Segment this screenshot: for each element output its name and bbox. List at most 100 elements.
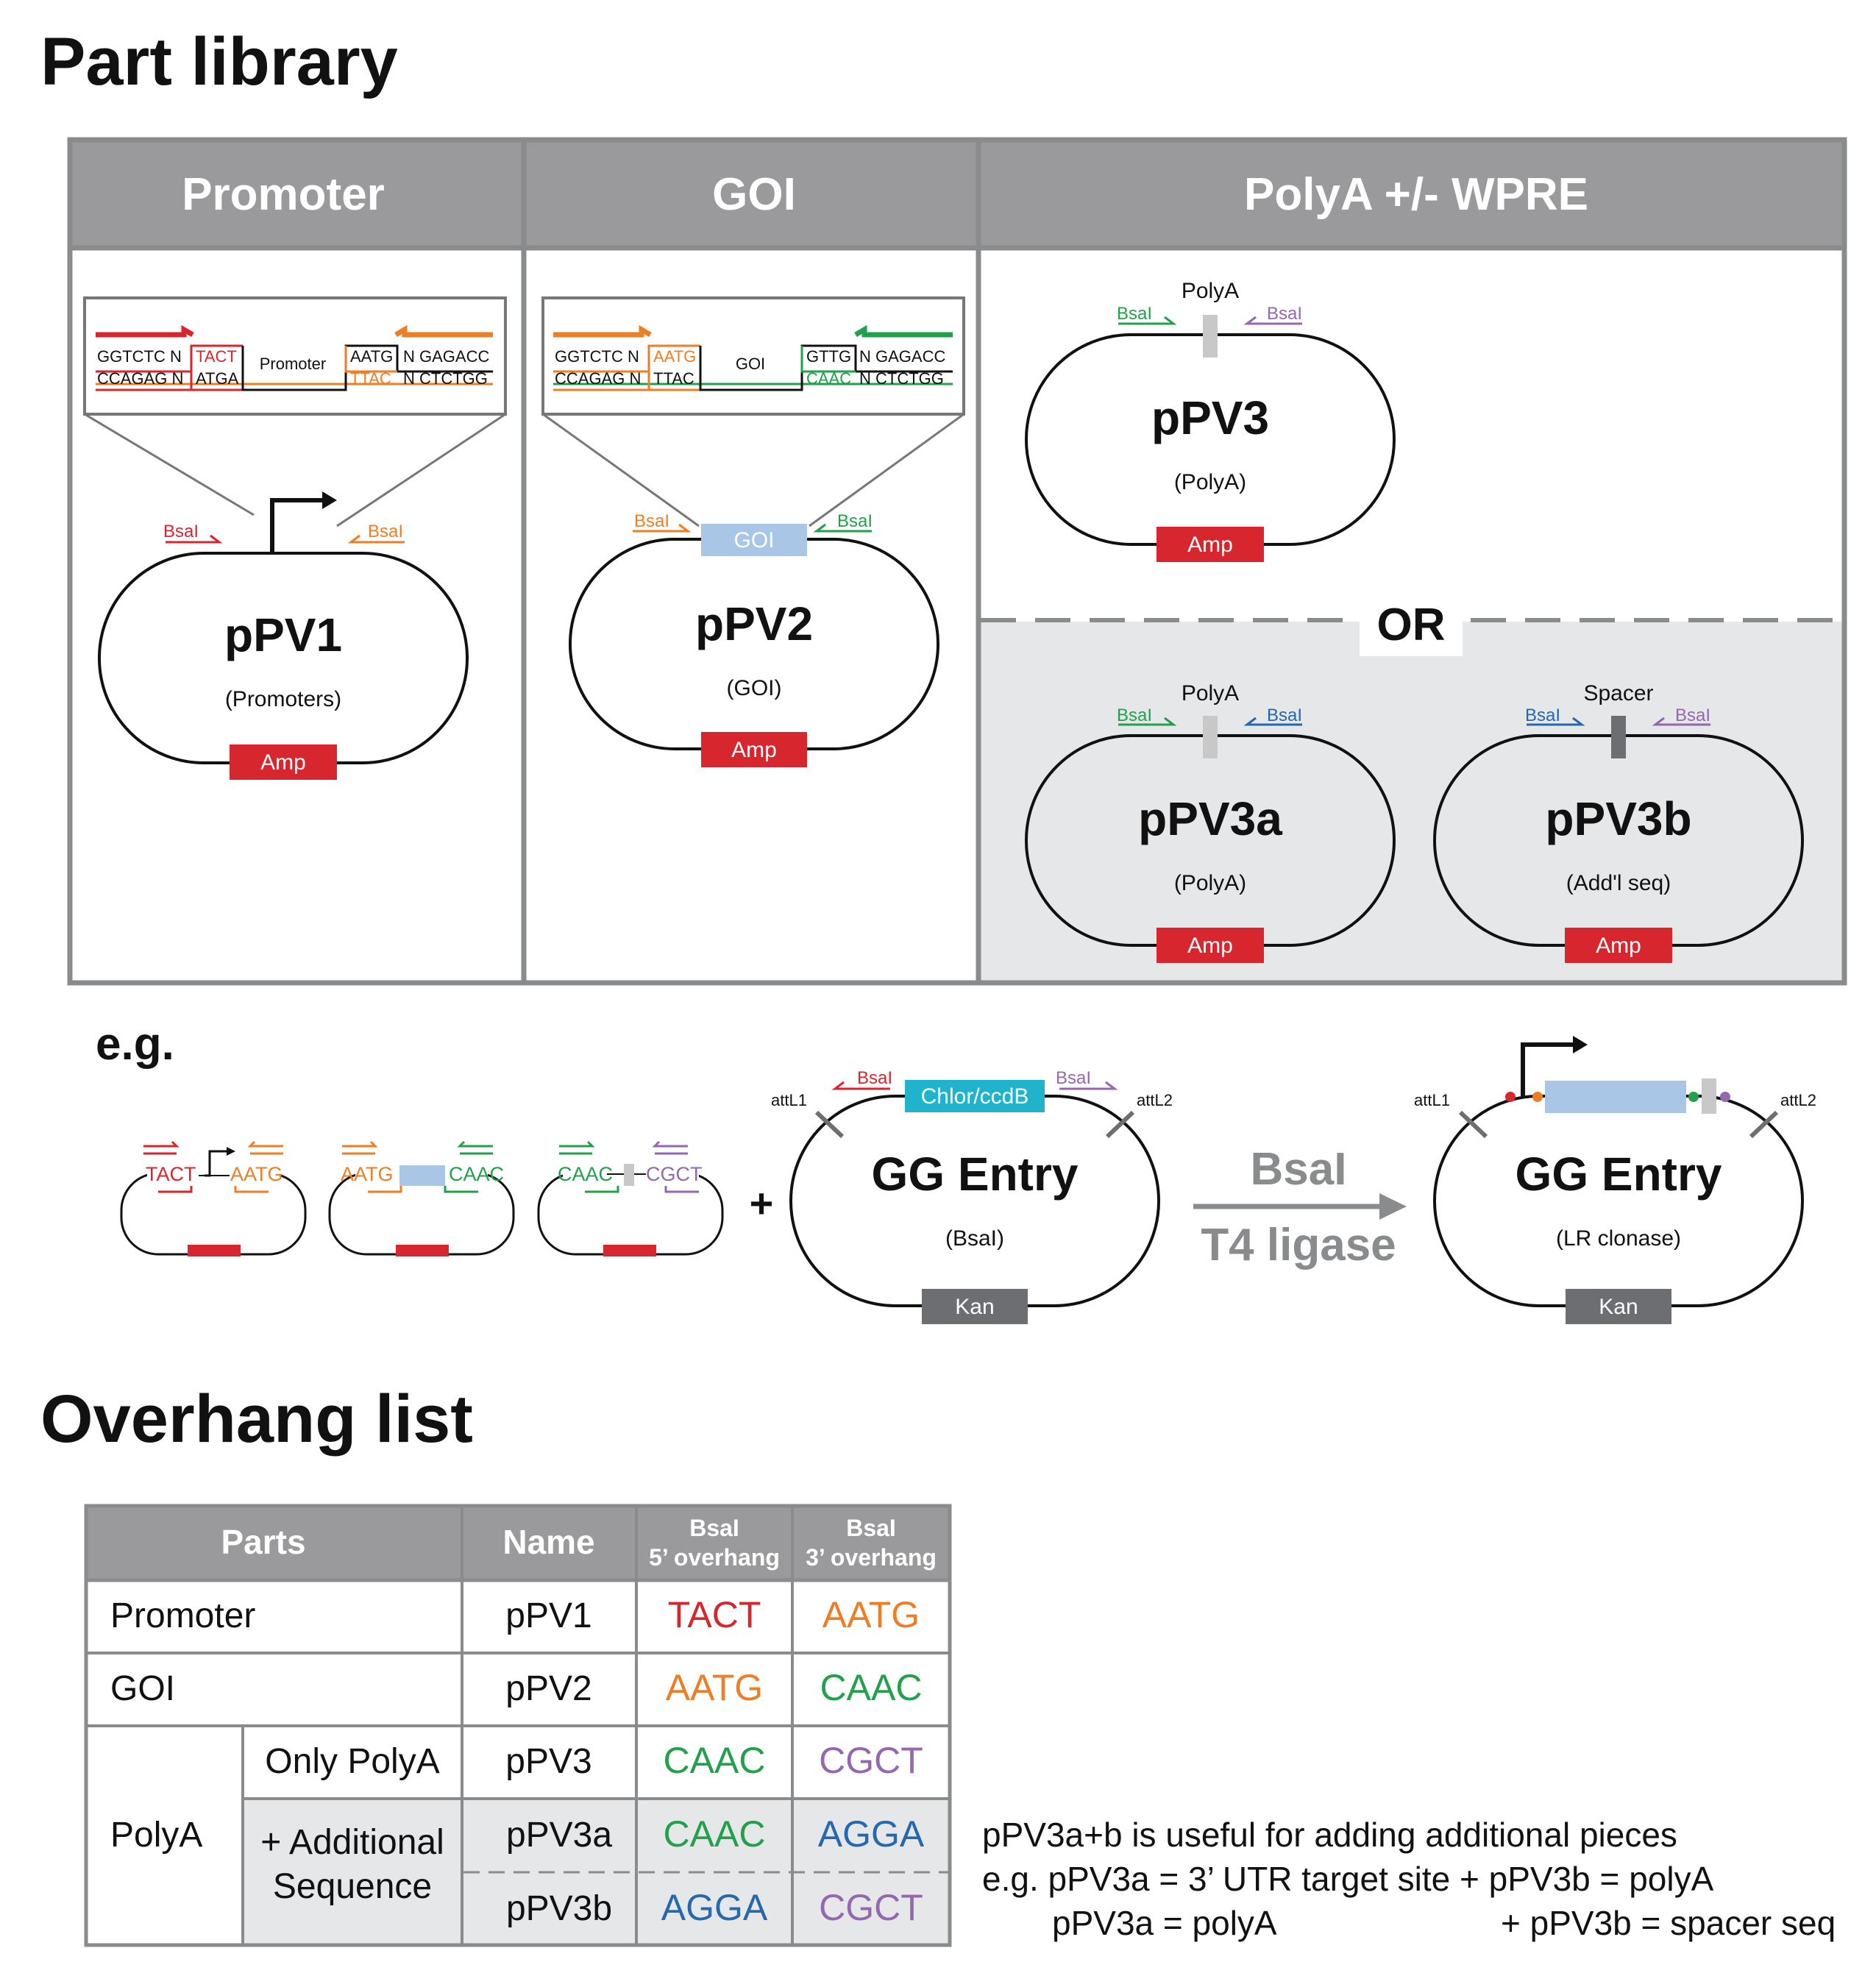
table-row: + Additional Sequence pPV3a CAAC AGGA — [260, 1813, 925, 1906]
cell-name: pPV3b — [506, 1889, 612, 1928]
bsai-label: BsaI — [1117, 304, 1152, 324]
th-name: Name — [502, 1523, 594, 1561]
eg-label: e.g. — [96, 1019, 174, 1070]
entry-sub: (LR clonase) — [1556, 1226, 1681, 1251]
marker-label: Amp — [1187, 934, 1233, 958]
attl1-label: attL1 — [771, 1091, 807, 1109]
plasmid-sub: (GOI) — [727, 676, 782, 700]
entry-name: GG Entry — [872, 1148, 1079, 1201]
mini-marker — [188, 1245, 241, 1256]
bsai-label: BsaI — [857, 1068, 892, 1088]
mini-left-overhang: TACT — [146, 1163, 196, 1185]
junction-dot — [1688, 1092, 1699, 1102]
seq-bot-left: CCAGAG N — [97, 369, 183, 388]
seq-top-left: GGTCTC N — [555, 347, 639, 366]
marker-label: Kan — [1599, 1295, 1638, 1319]
cell-5-overhang: CAAC — [664, 1740, 766, 1781]
mini-plasmid-goi: AATG CAAC — [328, 1140, 515, 1256]
marker-label: Amp — [731, 738, 777, 762]
plasmid-sub: (Promoters) — [225, 687, 341, 711]
junction-dot — [1532, 1092, 1543, 1102]
marker-label: Amp — [260, 750, 306, 775]
overhang-table: Parts Name BsaI 5’ overhang BsaI 3’ over… — [84, 1504, 952, 1947]
seq-bot-overhang: ATGA — [196, 369, 239, 388]
bsai-label: BsaI — [1267, 304, 1302, 324]
marker-label: Amp — [1596, 934, 1641, 958]
cell-5-overhang: AGGA — [661, 1887, 768, 1928]
junction-dot — [1505, 1092, 1516, 1102]
plasmid-pPV3a: PolyA BsaI BsaI pPV3a (PolyA) Amp — [1025, 681, 1396, 963]
seq-bot-overhang: TTAC — [653, 369, 694, 388]
seq-top-overhang: TACT — [196, 347, 237, 366]
cell-3-overhang: AGGA — [818, 1813, 925, 1855]
mini-left-overhang: AATG — [341, 1163, 394, 1185]
mini-plasmid-polya: CAAC CGCT — [537, 1140, 724, 1256]
cell-part: Promoter — [110, 1596, 255, 1635]
plasmid-pPV2: GGTCTC N CCAGAG N AATG TTAC GOI GTTG CAA… — [541, 296, 965, 767]
or-label: OR — [1377, 600, 1446, 650]
table-row: PolyA Only PolyA pPV3 CAAC CGCT — [110, 1740, 923, 1855]
marker-amp — [1156, 928, 1264, 963]
seq-top-right: N GAGACC — [859, 347, 945, 366]
bsai-label: BsaI — [1675, 705, 1710, 725]
plasmid-name: pPV3 — [1151, 391, 1269, 444]
cell-3-overhang: AATG — [822, 1594, 920, 1635]
insert-label: Spacer — [1583, 681, 1653, 705]
marker-amp — [230, 744, 337, 780]
seq-insert-label: GOI — [736, 355, 765, 373]
bsai-label: BsaI — [1117, 705, 1152, 725]
mini-plasmid-promoter: TACT AATG — [120, 1140, 307, 1256]
gg-entry-lr: attL1 attL2 GG Entry (LR clonase) Kan — [1414, 1036, 1816, 1324]
plasmid-pPV3b: Spacer BsaI BsaI pPV3b (Add'l seq) Amp — [1433, 681, 1804, 963]
insert-label: PolyA — [1182, 279, 1239, 303]
cell-part: PolyA — [110, 1816, 202, 1855]
mini-right-overhang: AATG — [230, 1163, 283, 1185]
table-header-bg — [87, 1507, 949, 1580]
insert-label: PolyA — [1182, 681, 1239, 705]
note-line3a: pPV3a = polyA — [1052, 1904, 1277, 1942]
assembled-goi — [1545, 1081, 1686, 1113]
overhang-list-title: Overhang list — [40, 1382, 473, 1457]
bsai-label: BsaI — [1525, 705, 1560, 725]
bsai-label: BsaI — [368, 522, 403, 541]
chlor-ccdb-cassette — [905, 1080, 1045, 1112]
seq-top-right-overhang: AATG — [350, 347, 393, 366]
cell-3-overhang: CAAC — [820, 1667, 923, 1708]
bsai-label: BsaI — [163, 522, 199, 541]
entry-sub: (BsaI) — [945, 1226, 1004, 1251]
mini-goi-block — [399, 1165, 445, 1186]
plasmid-sub: (PolyA) — [1174, 871, 1246, 895]
bsai-label: BsaI — [837, 511, 873, 531]
marker-label: Amp — [1187, 533, 1233, 557]
part-library-title: Part library — [40, 24, 398, 99]
attl2-label: attL2 — [1780, 1091, 1816, 1109]
table-row: Promoter pPV1 TACT AATG — [110, 1594, 920, 1635]
cell-5-overhang: CAAC — [664, 1813, 766, 1855]
cell-sub: Only PolyA — [265, 1742, 439, 1781]
seq-insert-label: Promoter — [260, 355, 326, 373]
seq-bot-right-overhang: TTAC — [350, 369, 391, 388]
header-polya: PolyA +/- WPRE — [1244, 169, 1588, 220]
bsai-label: BsaI — [634, 511, 669, 531]
table-row: pPV3b AGGA CGCT — [506, 1887, 923, 1928]
attl1-label: attL1 — [1414, 1091, 1450, 1109]
seq-bot-right: N CTCTGG — [403, 369, 488, 388]
note-line3b: + pPV3b = spacer seq — [1501, 1904, 1836, 1942]
cell-part: GOI — [110, 1669, 175, 1708]
seq-top-left: GGTCTC N — [97, 347, 182, 366]
seq-top-overhang: AATG — [653, 347, 696, 366]
insert-label: GOI — [733, 528, 774, 552]
th-bsai: BsaI — [846, 1515, 896, 1541]
plasmid-sub: (Add'l seq) — [1566, 871, 1671, 895]
marker-amp — [1156, 527, 1264, 562]
cell-3-overhang: CGCT — [819, 1887, 923, 1928]
or-box — [1360, 596, 1463, 656]
entry-name: GG Entry — [1516, 1148, 1722, 1201]
arrow-enzyme: BsaI — [1251, 1144, 1347, 1195]
plasmid-name: pPV3a — [1138, 792, 1282, 845]
cell-name: pPV1 — [505, 1596, 591, 1635]
gg-entry-bsai: Chlor/ccdB BsaI BsaI attL1 attL2 GG Entr… — [771, 1068, 1173, 1324]
mini-left-overhang: CAAC — [558, 1163, 613, 1185]
assembled-polya — [1702, 1078, 1716, 1114]
